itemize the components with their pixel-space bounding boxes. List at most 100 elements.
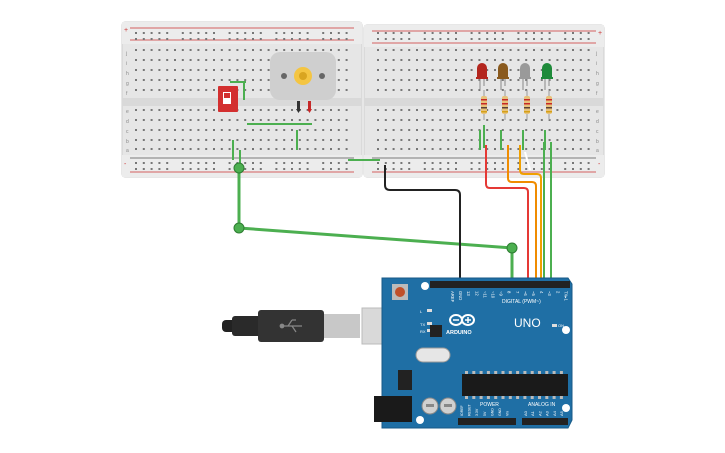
rail-hole — [377, 162, 379, 164]
reset-button[interactable] — [392, 284, 408, 300]
rail-hole — [540, 32, 543, 34]
rail-minus: - — [598, 161, 601, 168]
digital-pin-label: ~3 — [547, 291, 552, 296]
digital-pin-label: 13 — [466, 291, 471, 296]
rail-hole — [564, 162, 567, 164]
hole — [587, 148, 590, 150]
rail-hole — [533, 38, 535, 40]
resistor[interactable] — [502, 90, 508, 120]
rail-hole — [486, 168, 489, 170]
hole — [181, 69, 184, 71]
hole — [205, 49, 208, 51]
hole — [533, 49, 535, 51]
hole — [174, 129, 176, 131]
hole — [423, 59, 426, 61]
hole — [259, 89, 262, 91]
led[interactable] — [476, 63, 488, 90]
led[interactable] — [497, 63, 509, 90]
hole — [525, 119, 528, 121]
hole — [494, 129, 496, 131]
rail-hole — [142, 168, 145, 170]
hole — [244, 129, 247, 131]
hole — [337, 89, 340, 91]
hole — [455, 49, 457, 51]
hole — [431, 69, 434, 71]
hole — [135, 89, 137, 91]
chip-pin — [486, 371, 490, 374]
hole — [384, 109, 387, 111]
hole — [587, 89, 590, 91]
hole — [135, 129, 137, 131]
rail-hole — [533, 162, 535, 164]
resistor[interactable] — [546, 90, 552, 120]
dc-motor[interactable] — [270, 52, 336, 113]
hole — [384, 69, 387, 71]
rail-hole — [135, 38, 137, 40]
hole — [174, 49, 176, 51]
rail-hole — [322, 32, 325, 34]
hole — [377, 79, 379, 81]
digital-pin-label: ~10 — [491, 291, 496, 299]
chip-pin — [545, 371, 549, 374]
hole — [408, 109, 411, 111]
rail-hole — [142, 38, 145, 40]
rail-hole — [572, 32, 574, 34]
rail-hole — [150, 32, 153, 34]
hole — [462, 139, 465, 141]
hole — [259, 148, 262, 150]
resistor[interactable] — [481, 90, 487, 120]
led[interactable] — [519, 63, 531, 90]
hole — [291, 148, 293, 150]
chip-pin — [530, 371, 534, 374]
hole — [486, 139, 489, 141]
hole — [501, 119, 504, 121]
hole — [579, 89, 582, 91]
rail-hole — [439, 38, 442, 40]
rail-hole — [486, 38, 489, 40]
hole — [306, 129, 309, 131]
hole — [228, 59, 231, 61]
hole — [377, 129, 379, 131]
hole — [572, 148, 574, 150]
slide-switch[interactable] — [218, 81, 246, 112]
hole — [587, 69, 590, 71]
rail-hole — [158, 32, 161, 34]
crystal — [415, 347, 451, 363]
analog-pin-label: A0 — [523, 410, 528, 416]
hole — [345, 119, 348, 121]
hole — [189, 89, 192, 91]
hole — [267, 109, 270, 111]
rail-hole — [564, 168, 567, 170]
hole — [517, 69, 520, 71]
hole — [213, 139, 215, 141]
hole — [166, 119, 169, 121]
hole — [509, 109, 512, 111]
hole — [213, 69, 215, 71]
hole — [291, 139, 293, 141]
rail-hole — [533, 168, 535, 170]
rail-hole — [275, 168, 278, 170]
junctions — [233, 162, 518, 291]
chip-pin — [523, 371, 527, 374]
hole — [181, 79, 184, 81]
hole — [322, 49, 325, 51]
hole — [267, 129, 270, 131]
hole — [337, 59, 340, 61]
hole — [548, 79, 551, 81]
hole — [205, 59, 208, 61]
hole — [587, 49, 590, 51]
rail-hole — [400, 162, 403, 164]
hole — [236, 119, 239, 121]
hole — [330, 119, 332, 121]
analog-header — [522, 418, 568, 425]
hole — [158, 49, 161, 51]
hole — [579, 59, 582, 61]
hole — [556, 69, 559, 71]
hole — [486, 148, 489, 150]
resistor[interactable] — [524, 90, 530, 120]
hole — [174, 59, 176, 61]
led[interactable] — [541, 63, 553, 90]
hole — [462, 109, 465, 111]
chip-pin — [486, 396, 490, 399]
